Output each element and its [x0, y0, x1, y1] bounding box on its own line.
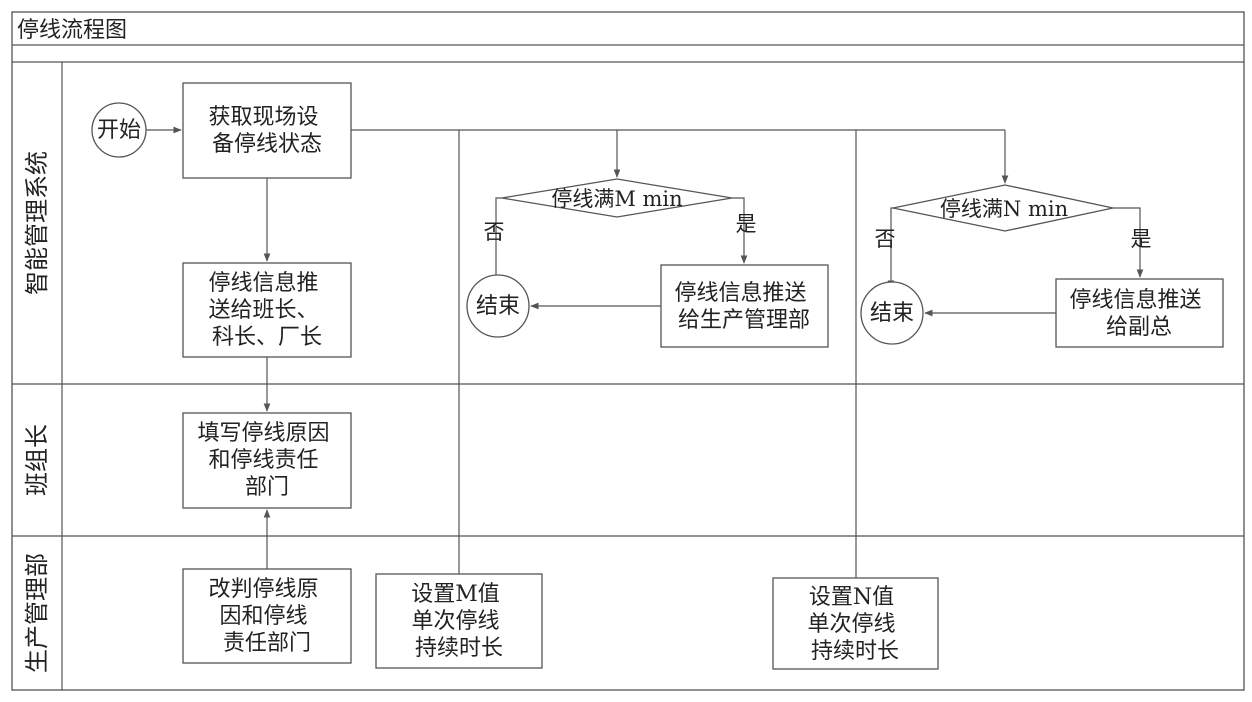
node-push-leaders-line-2: 送给班长、 — [208, 298, 318, 323]
edge-label-no-n: 否 — [875, 227, 896, 251]
lane-label-system: 智能管理系统 — [23, 151, 51, 295]
node-get-status-text: 获取现场设 备停线状态 — [208, 105, 325, 157]
node-push-leaders: 停线信息推 送给班长、 科长、厂长 — [182, 262, 352, 358]
node-end-m: 结束 — [466, 274, 530, 338]
edges — [146, 126, 1144, 578]
node-start-text: 开始 — [97, 118, 141, 143]
node-set-m-line-3: 持续时长 — [415, 636, 503, 661]
node-end-m-line: 结束 — [476, 294, 520, 319]
node-end-n-text: 结束 — [870, 301, 914, 326]
node-fill-reason-line-1: 填写停线原因 — [197, 421, 329, 446]
node-start-line: 开始 — [97, 118, 141, 143]
push-leaders-box — [182, 262, 352, 358]
node-push-production-line-2: 给生产管理部 — [678, 308, 810, 333]
node-fill-reason-text: 填写停线原因 和停线责任 部门 — [197, 421, 336, 500]
node-get-status-line-1: 获取现场设 — [208, 105, 318, 130]
get-status-box — [182, 82, 352, 179]
decision-n-label: 停线满N min — [940, 197, 1068, 221]
node-set-n-text: 设置N值 单次停线 持续时长 — [807, 585, 902, 664]
node-push-vp: 停线信息推送 给副总 — [1055, 278, 1224, 348]
set-n-box — [772, 577, 939, 670]
node-end-m-text: 结束 — [476, 294, 520, 319]
lane-label-production: 生产管理部 — [23, 553, 51, 673]
edge-decision-n-yes — [1113, 207, 1144, 278]
node-revise-reason-line-1: 改判停线原 — [208, 577, 318, 602]
lane-label-team: 班组长 — [23, 424, 51, 496]
node-revise-reason-text: 改判停线原 因和停线 责任部门 — [208, 577, 325, 656]
node-revise-reason-line-3: 责任部门 — [223, 631, 311, 656]
push-production-box — [660, 264, 829, 348]
node-set-n-line-3: 持续时长 — [811, 639, 899, 664]
node-set-n-line-1: 设置N值 — [809, 585, 894, 610]
node-set-m-text: 设置M值 单次停线 持续时长 — [411, 582, 507, 661]
node-end-n: 结束 — [860, 281, 924, 345]
node-push-leaders-line-1: 停线信息推 — [208, 271, 318, 296]
diagram-title: 停线流程图 — [17, 18, 127, 43]
diagram-frame — [11, 11, 1245, 691]
node-get-status-line-2: 备停线状态 — [212, 132, 322, 157]
node-push-production: 停线信息推送 给生产管理部 — [660, 264, 829, 348]
decision-n-diamond — [892, 184, 1114, 232]
edge-decision-m-no — [492, 197, 502, 284]
node-get-status: 获取现场设 备停线状态 — [182, 82, 352, 179]
node-end-n-line: 结束 — [870, 301, 914, 326]
decision-m-diamond — [501, 178, 733, 218]
node-push-leaders-text: 停线信息推 送给班长、 科长、厂长 — [208, 271, 325, 350]
node-start: 开始 — [91, 102, 147, 158]
node-fill-reason-line-2: 和停线责任 — [208, 448, 318, 473]
edge-label-yes-m: 是 — [736, 212, 757, 236]
node-fill-reason: 填写停线原因 和停线责任 部门 — [182, 412, 352, 509]
edge-label-no-m: 否 — [484, 220, 505, 244]
end-n-circle — [860, 281, 924, 345]
node-revise-reason: 改判停线原 因和停线 责任部门 — [182, 568, 352, 664]
start-circle — [91, 102, 147, 158]
node-push-production-text: 停线信息推送 给生产管理部 — [674, 281, 813, 333]
node-set-m-line-1: 设置M值 — [411, 582, 500, 607]
node-push-production-line-1: 停线信息推送 — [674, 281, 806, 306]
node-push-vp-line-2: 给副总 — [1106, 315, 1172, 340]
node-push-vp-text: 停线信息推送 给副总 — [1069, 288, 1208, 340]
end-m-circle — [466, 274, 530, 338]
set-m-box — [375, 573, 543, 669]
node-decision-n: 停线满N min — [892, 184, 1114, 232]
node-set-n-line-2: 单次停线 — [807, 612, 895, 637]
node-set-m: 设置M值 单次停线 持续时长 — [375, 573, 543, 669]
decision-m-label: 停线满M min — [551, 187, 682, 211]
push-vp-box — [1055, 278, 1224, 348]
revise-reason-box — [182, 568, 352, 664]
edge-decision-n-no — [887, 207, 895, 289]
node-fill-reason-line-3: 部门 — [245, 475, 289, 500]
edge-label-yes-n: 是 — [1131, 227, 1152, 251]
node-push-leaders-line-3: 科长、厂长 — [212, 325, 322, 350]
node-push-vp-line-1: 停线信息推送 — [1069, 288, 1201, 313]
fill-reason-box — [182, 412, 352, 509]
node-set-n: 设置N值 单次停线 持续时长 — [772, 577, 939, 670]
edge-decision-m-yes — [732, 197, 748, 264]
node-decision-m: 停线满M min — [501, 178, 733, 218]
node-revise-reason-line-2: 因和停线 — [219, 604, 307, 629]
node-set-m-line-2: 单次停线 — [411, 609, 499, 634]
